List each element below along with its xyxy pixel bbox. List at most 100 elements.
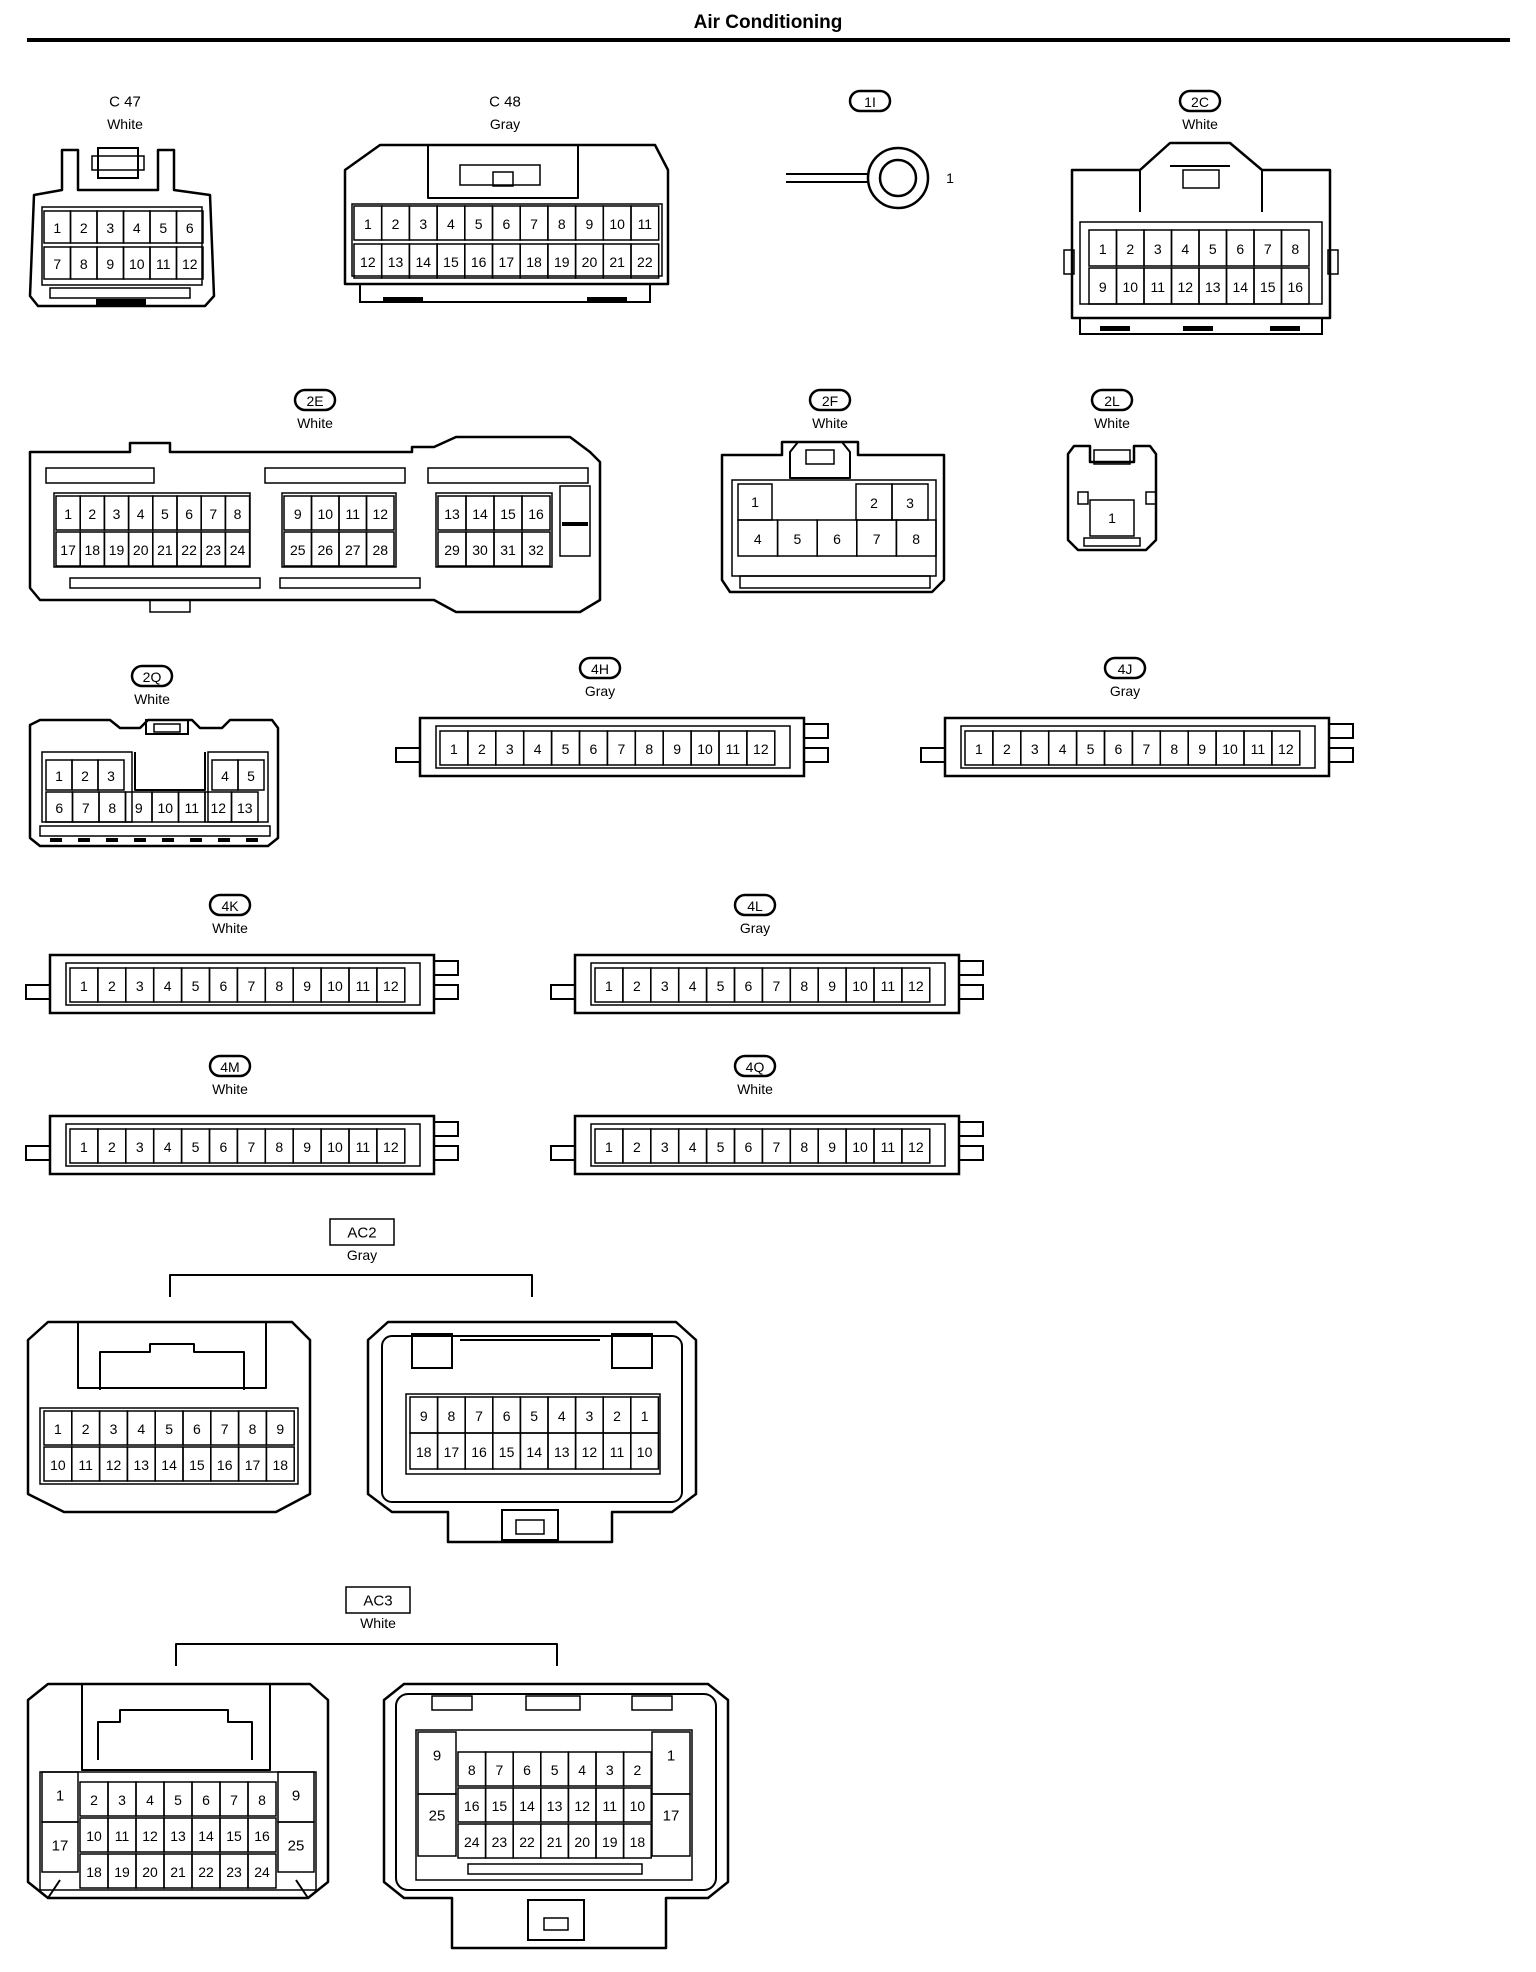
pin-number: 13 bbox=[237, 800, 253, 816]
pin-number: 20 bbox=[133, 542, 149, 558]
pin-number: 10 bbox=[852, 978, 868, 994]
pin-number: 2 bbox=[613, 1408, 621, 1424]
housing-part bbox=[459, 164, 541, 186]
pin-number: 22 bbox=[519, 1834, 535, 1850]
pin-number: 3 bbox=[136, 1139, 144, 1155]
pin-number: 5 bbox=[717, 1139, 725, 1155]
pin-number: 11 bbox=[78, 1457, 93, 1473]
pin-number: 25 bbox=[290, 542, 306, 558]
pin-number: 16 bbox=[471, 254, 487, 270]
pin-number: 11 bbox=[156, 256, 171, 272]
pin-number: 14 bbox=[161, 1457, 177, 1473]
pin-number: 5 bbox=[562, 741, 570, 757]
pin-number: 5 bbox=[717, 978, 725, 994]
connector-id: AC2 bbox=[347, 1225, 376, 1242]
housing-part bbox=[97, 147, 139, 179]
pin-number: 4 bbox=[447, 216, 455, 232]
pin-number: 15 bbox=[1260, 279, 1276, 295]
pin-cell bbox=[901, 1128, 931, 1164]
pin-number: 17 bbox=[245, 1457, 261, 1473]
pin-number: 12 bbox=[106, 1457, 122, 1473]
pin-number: 16 bbox=[464, 1798, 480, 1814]
pin-number: 10 bbox=[157, 800, 173, 816]
housing-part bbox=[1077, 491, 1089, 505]
pin-number: 3 bbox=[606, 1762, 614, 1778]
pin-number: 12 bbox=[753, 741, 769, 757]
pin-cell bbox=[895, 519, 937, 557]
housing-part bbox=[1328, 747, 1354, 763]
housing-part bbox=[41, 1821, 79, 1873]
pin-number: 9 bbox=[420, 1408, 428, 1424]
pin-number: 7 bbox=[247, 978, 255, 994]
housing-part bbox=[381, 1335, 683, 1503]
pin-number: 10 bbox=[327, 978, 343, 994]
connector-color: Gray bbox=[347, 1247, 377, 1263]
housing-part bbox=[435, 725, 791, 769]
pin-cell bbox=[365, 531, 395, 567]
pin-number: 5 bbox=[192, 978, 200, 994]
pin-number: 15 bbox=[492, 1798, 508, 1814]
pin-number: 9 bbox=[1099, 279, 1107, 295]
pin-number: 6 bbox=[502, 216, 510, 232]
connector-id: 2C bbox=[1191, 94, 1209, 110]
pin-number: 2 bbox=[1003, 741, 1011, 757]
housing-part bbox=[527, 1899, 585, 1941]
pin-number: 5 bbox=[159, 220, 167, 236]
housing-part bbox=[611, 1333, 653, 1369]
pin-number: 1 bbox=[54, 1421, 62, 1437]
pin-number: 24 bbox=[230, 542, 246, 558]
pin-cell bbox=[376, 967, 406, 1003]
housing-part bbox=[1083, 537, 1141, 547]
pin-cell bbox=[224, 495, 251, 531]
pin-number: 4 bbox=[1181, 241, 1189, 257]
housing-part bbox=[515, 1519, 545, 1535]
latch-mark bbox=[96, 299, 146, 305]
pin-number: 16 bbox=[254, 1828, 270, 1844]
pin-number: 8 bbox=[558, 216, 566, 232]
pin-number: 3 bbox=[1154, 241, 1162, 257]
housing-part bbox=[1063, 249, 1075, 275]
pin-number: 2 bbox=[82, 1421, 90, 1437]
pin-number: 20 bbox=[574, 1834, 590, 1850]
latch-mark bbox=[246, 838, 258, 842]
pin-number: 18 bbox=[630, 1834, 646, 1850]
pin-cell bbox=[622, 1787, 652, 1823]
pin-number: 12 bbox=[582, 1444, 598, 1460]
pin-number: 9 bbox=[294, 506, 302, 522]
pin-number: 12 bbox=[210, 800, 226, 816]
pin-number: 21 bbox=[609, 254, 625, 270]
pin-number: 7 bbox=[230, 1792, 238, 1808]
connector-color: White bbox=[212, 1081, 248, 1097]
pin-number: 8 bbox=[800, 978, 808, 994]
pin-number: 2 bbox=[478, 741, 486, 757]
pin-number: 2 bbox=[90, 1792, 98, 1808]
housing-part bbox=[45, 467, 155, 484]
connector-id: 1I bbox=[864, 94, 876, 110]
pin-cell bbox=[376, 1128, 406, 1164]
latch-mark bbox=[1270, 326, 1300, 331]
housing-part bbox=[525, 1695, 581, 1711]
housing-part bbox=[395, 747, 421, 763]
connector-color: White bbox=[812, 415, 848, 431]
connector-id-badge bbox=[208, 893, 252, 917]
pin-number: 9 bbox=[106, 256, 114, 272]
pin-number: 8 bbox=[468, 1762, 476, 1778]
pin-number: 9 bbox=[276, 1421, 284, 1437]
pin-number: 4 bbox=[689, 1139, 697, 1155]
pin-number: 1 bbox=[667, 1748, 675, 1765]
pin-number: 3 bbox=[110, 1421, 118, 1437]
pin-number: 8 bbox=[912, 531, 920, 547]
connector-id-badge bbox=[733, 893, 777, 917]
pin-cell bbox=[237, 759, 265, 791]
pin-number: 27 bbox=[345, 542, 361, 558]
connector-id-badge bbox=[130, 664, 174, 688]
pin-number: 11 bbox=[1150, 279, 1165, 295]
housing-part bbox=[39, 1407, 299, 1485]
housing-part bbox=[25, 984, 51, 1000]
pin-number: 8 bbox=[258, 1792, 266, 1808]
